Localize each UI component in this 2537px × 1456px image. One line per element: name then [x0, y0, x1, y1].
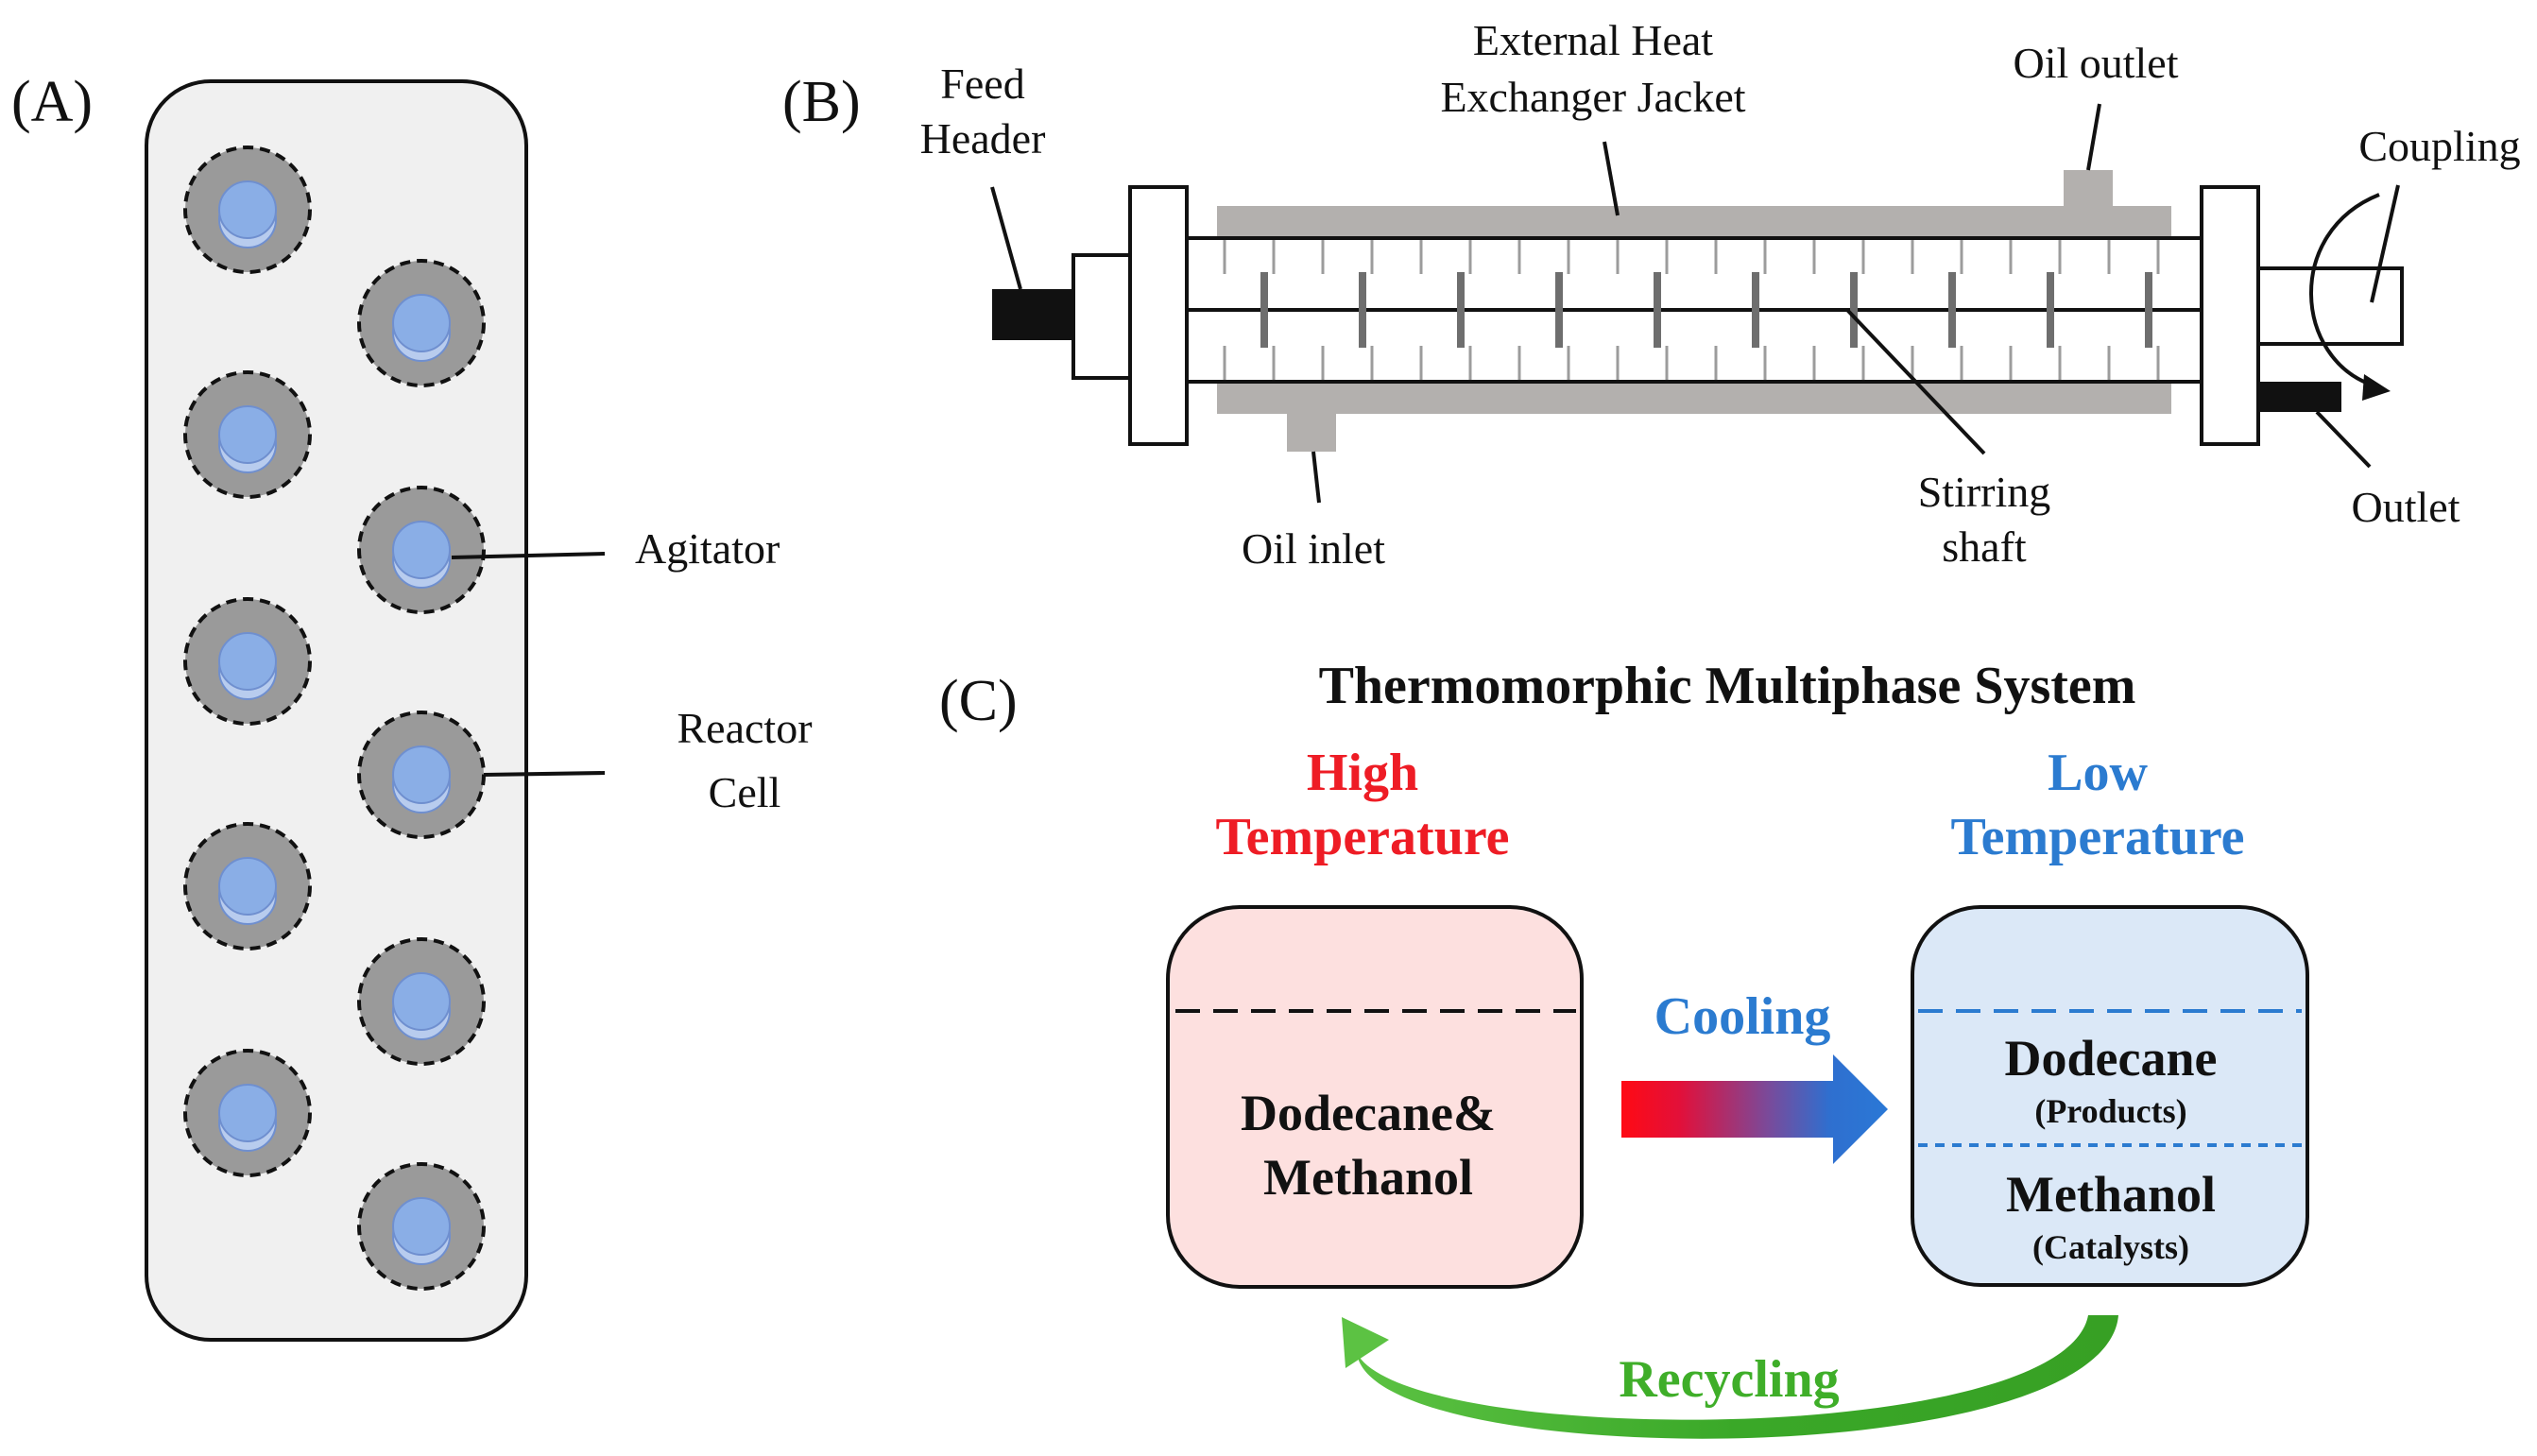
- coupling-label: Coupling: [2358, 122, 2520, 170]
- low-temperature-label-line2: Temperature: [1950, 808, 2244, 866]
- agitator-disc: [218, 405, 277, 464]
- reactor-cell: [183, 1049, 312, 1177]
- panel-a: (A) Agitator Reactor Cell: [11, 70, 813, 1342]
- agitator-leader-line: [451, 552, 606, 559]
- feed-inlet-pipe: [992, 289, 1073, 340]
- recycling-arrow: [1357, 1315, 2118, 1439]
- agitator-disc: [218, 857, 277, 916]
- panel-b-label: (B): [782, 70, 861, 134]
- reactor-cell: [357, 486, 486, 614]
- high-temperature-vessel: [1166, 905, 1584, 1289]
- reactor-cell-label-line1: Reactor: [677, 704, 812, 752]
- stirring-blade: [2047, 272, 2054, 348]
- recycling-arrowhead: [1342, 1317, 1389, 1368]
- agitator-label: Agitator: [635, 524, 780, 573]
- reactor-cell: [357, 711, 486, 839]
- stirring-blade: [1752, 272, 1759, 348]
- stirring-blade: [1457, 272, 1465, 348]
- reactor-cell: [357, 259, 486, 387]
- jacket-label-line1: External Heat: [1473, 16, 1713, 64]
- stirring-blade: [1555, 272, 1563, 348]
- upper-phase-label: Dodecane: [2005, 1030, 2218, 1087]
- oil-outlet-label: Oil outlet: [2013, 39, 2178, 87]
- stirring-blade: [1850, 272, 1858, 348]
- mixed-phase-label-line2: Methanol: [1263, 1149, 1473, 1206]
- oil-outlet-leader: [2086, 103, 2101, 171]
- jacket-label-line2: Exchanger Jacket: [1440, 73, 1745, 121]
- coupling-rotation-arrow: [2309, 193, 2380, 387]
- agitator-disc: [392, 972, 451, 1031]
- reactor-cell: [357, 1162, 486, 1291]
- agitator-disc: [218, 1084, 277, 1142]
- outlet-label: Outlet: [2352, 483, 2460, 531]
- recycling-label: Recycling: [1619, 1350, 1839, 1409]
- oil-inlet-nozzle: [1287, 408, 1336, 452]
- stirring-blades: [1260, 272, 2152, 348]
- stirring-shaft-label-line1: Stirring: [1918, 468, 2051, 516]
- heat-exchanger-jacket-bottom: [1217, 382, 2171, 414]
- panel-b: (B) Feed Header Ext: [782, 16, 2521, 573]
- reactor-cell-label-line2: Cell: [709, 768, 781, 816]
- upper-phase-note: (Products): [2034, 1092, 2186, 1130]
- agitator-disc: [392, 521, 451, 579]
- wall-ticks: [1223, 240, 2160, 380]
- high-temperature-label-line1: High: [1307, 744, 1418, 802]
- panel-c-label: (C): [939, 669, 1018, 733]
- low-temperature-label-line1: Low: [2048, 744, 2148, 802]
- coupling-leader: [2370, 184, 2400, 303]
- tms-title: Thermomorphic Multiphase System: [1319, 657, 2136, 715]
- right-flange: [2200, 185, 2260, 446]
- cooling-arrow: [1621, 1054, 1888, 1164]
- heat-exchanger-jacket-top: [1217, 206, 2171, 238]
- stirring-blade: [1654, 272, 1661, 348]
- low-temperature-vessel: [1911, 905, 2309, 1287]
- coupling-rotation-arrowhead: [2362, 374, 2391, 401]
- reactor-cell: [183, 822, 312, 951]
- stirring-blade: [2145, 272, 2152, 348]
- agitator-disc: [392, 745, 451, 804]
- agitator-disc: [218, 632, 277, 691]
- reactor-cell: [357, 937, 486, 1066]
- stirring-blade: [1359, 272, 1366, 348]
- cooling-label: Cooling: [1654, 987, 1831, 1046]
- reactor-cell-leader-line: [483, 771, 606, 777]
- oil-inlet-label: Oil inlet: [1242, 524, 1385, 573]
- panel-c: (C) Thermomorphic Multiphase System High…: [939, 657, 2309, 1439]
- outlet-leader: [2315, 410, 2372, 469]
- panel-a-label: (A): [11, 70, 93, 134]
- left-flange: [1128, 185, 1189, 446]
- lower-phase-note: (Catalysts): [2032, 1228, 2189, 1266]
- agitator-disc: [218, 180, 277, 239]
- stirring-shaft-label-line2: shaft: [1942, 522, 2027, 571]
- feed-header-leader: [990, 186, 1022, 290]
- reactor-cell: [183, 370, 312, 499]
- stirring-blade: [1260, 272, 1268, 348]
- outlet-pipe: [2258, 382, 2341, 412]
- mixed-phase-label-line1: Dodecane&: [1241, 1085, 1496, 1141]
- jacket-leader: [1603, 141, 1620, 216]
- coupling-shaft: [2256, 266, 2404, 346]
- stirring-blade: [1948, 272, 1956, 348]
- feed-header-block: [1071, 253, 1132, 380]
- high-temperature-label-line2: Temperature: [1215, 808, 1509, 866]
- lower-phase-label: Methanol: [2006, 1166, 2216, 1223]
- feed-header-label-line1: Feed: [940, 60, 1024, 108]
- feed-header-label-line2: Header: [920, 114, 1046, 163]
- stirring-shaft-leader: [1845, 308, 1986, 455]
- reactor-cell: [183, 146, 312, 274]
- reactor-cell-array: [183, 146, 486, 1291]
- agitator-disc: [392, 1197, 451, 1256]
- oil-inlet-leader: [1311, 451, 1321, 504]
- reactor-cell: [183, 597, 312, 726]
- oil-outlet-nozzle: [2064, 170, 2113, 212]
- agitator-disc: [392, 294, 451, 352]
